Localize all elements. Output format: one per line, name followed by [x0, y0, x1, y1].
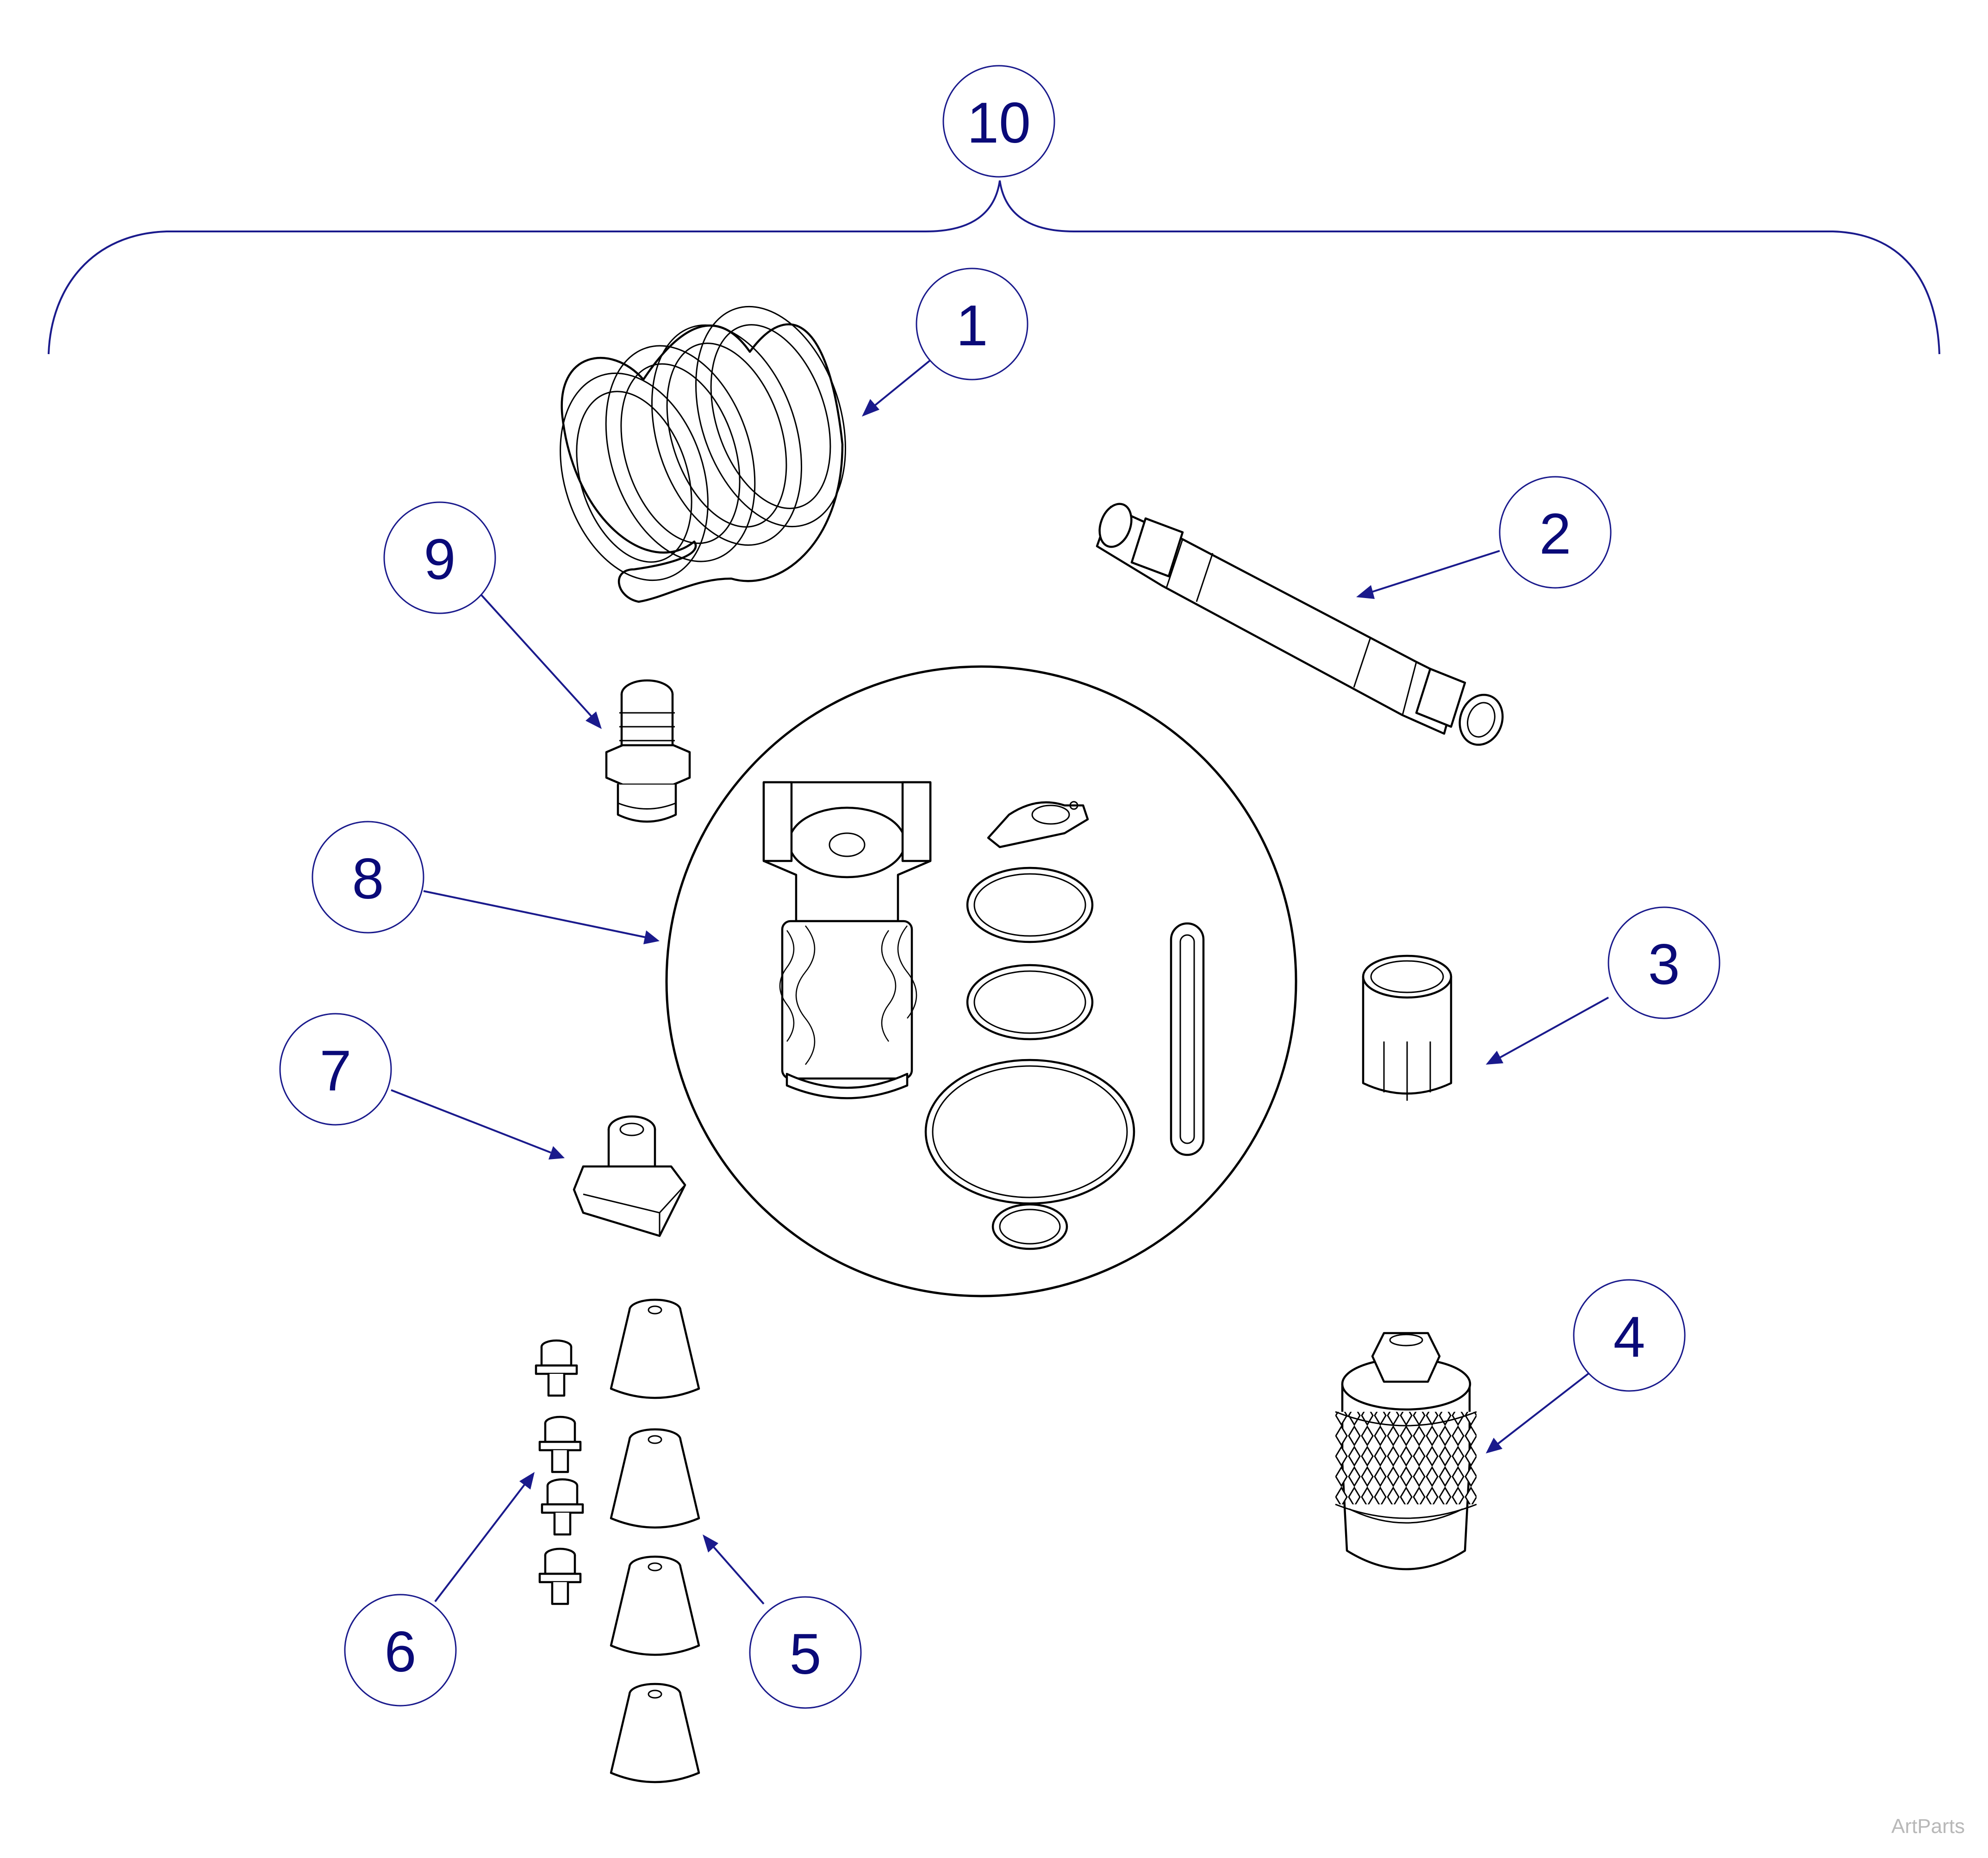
screw-set: [535, 1339, 584, 1605]
artparts-watermark: ArtParts: [1891, 1815, 1965, 1838]
callout-4-label: 4: [1614, 1305, 1645, 1369]
callout-6: 6: [344, 1594, 457, 1707]
screw: [538, 1547, 582, 1605]
callout-8-label: 8: [352, 847, 384, 911]
hose-assembly-part: [1096, 503, 1504, 746]
filter-cartridge: [762, 781, 932, 1099]
adapter-fitting-part: [573, 1115, 686, 1237]
assembly-brace: [48, 180, 1940, 355]
callout-5-label: 5: [790, 1622, 822, 1686]
callout-8: 8: [312, 821, 424, 934]
callout-1: 1: [916, 268, 1028, 380]
rubber-foot: [610, 1683, 700, 1783]
screw: [535, 1339, 578, 1397]
callout-9: 9: [383, 501, 496, 614]
strainer-part: [1335, 1332, 1477, 1571]
callout-6-label: 6: [385, 1620, 417, 1684]
barbed-fitting-part: [605, 679, 691, 823]
sleeve-bushing-part: [1362, 954, 1452, 1101]
mounting-clip: [987, 801, 1089, 848]
callout-2-label: 2: [1539, 502, 1571, 566]
callout-7-label: 7: [320, 1039, 352, 1103]
coiled-tubing-part: [560, 306, 847, 603]
callout-1-label: 1: [956, 294, 988, 358]
callout-10: 10: [942, 65, 1055, 178]
leader-lines: [391, 355, 1609, 1605]
rubber-foot: [610, 1428, 700, 1529]
screw: [538, 1415, 582, 1473]
callout-5: 5: [749, 1596, 862, 1709]
rubber-foot: [610, 1298, 700, 1399]
rubber-foot: [610, 1555, 700, 1656]
callout-7: 7: [279, 1013, 392, 1126]
callout-9-label: 9: [424, 528, 456, 592]
callout-2: 2: [1499, 476, 1612, 589]
screw: [541, 1478, 584, 1536]
callout-10-label: 10: [967, 91, 1031, 155]
callout-3-label: 3: [1648, 933, 1680, 997]
seal-strip: [1170, 922, 1205, 1156]
filter-kit-detail-circle: [665, 665, 1297, 1297]
rubber-feet-set: [610, 1298, 700, 1783]
callout-4: 4: [1573, 1279, 1686, 1392]
callout-3: 3: [1608, 906, 1720, 1019]
o-ring-set: [924, 867, 1135, 1250]
